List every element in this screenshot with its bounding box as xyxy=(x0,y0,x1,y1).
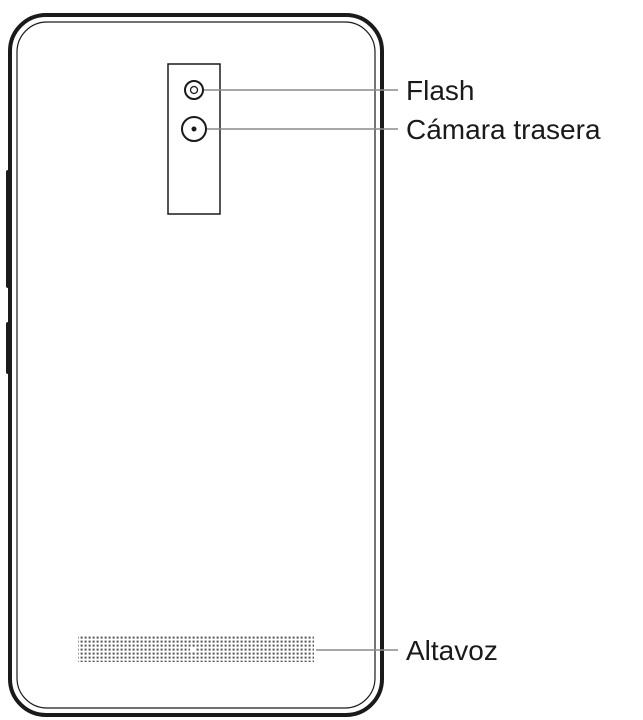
flash-label: Flash xyxy=(406,75,474,106)
flash-icon-center xyxy=(189,85,199,95)
speaker-label: Altavoz xyxy=(406,635,498,666)
rear-camera-label: Cámara trasera xyxy=(406,114,601,145)
rear-camera-lens-center xyxy=(191,126,197,132)
phone-body-outline xyxy=(8,13,384,717)
phone-body-inner-outline xyxy=(16,21,376,709)
speaker-grille-center-mark xyxy=(190,647,196,651)
flash-icon xyxy=(184,80,204,100)
